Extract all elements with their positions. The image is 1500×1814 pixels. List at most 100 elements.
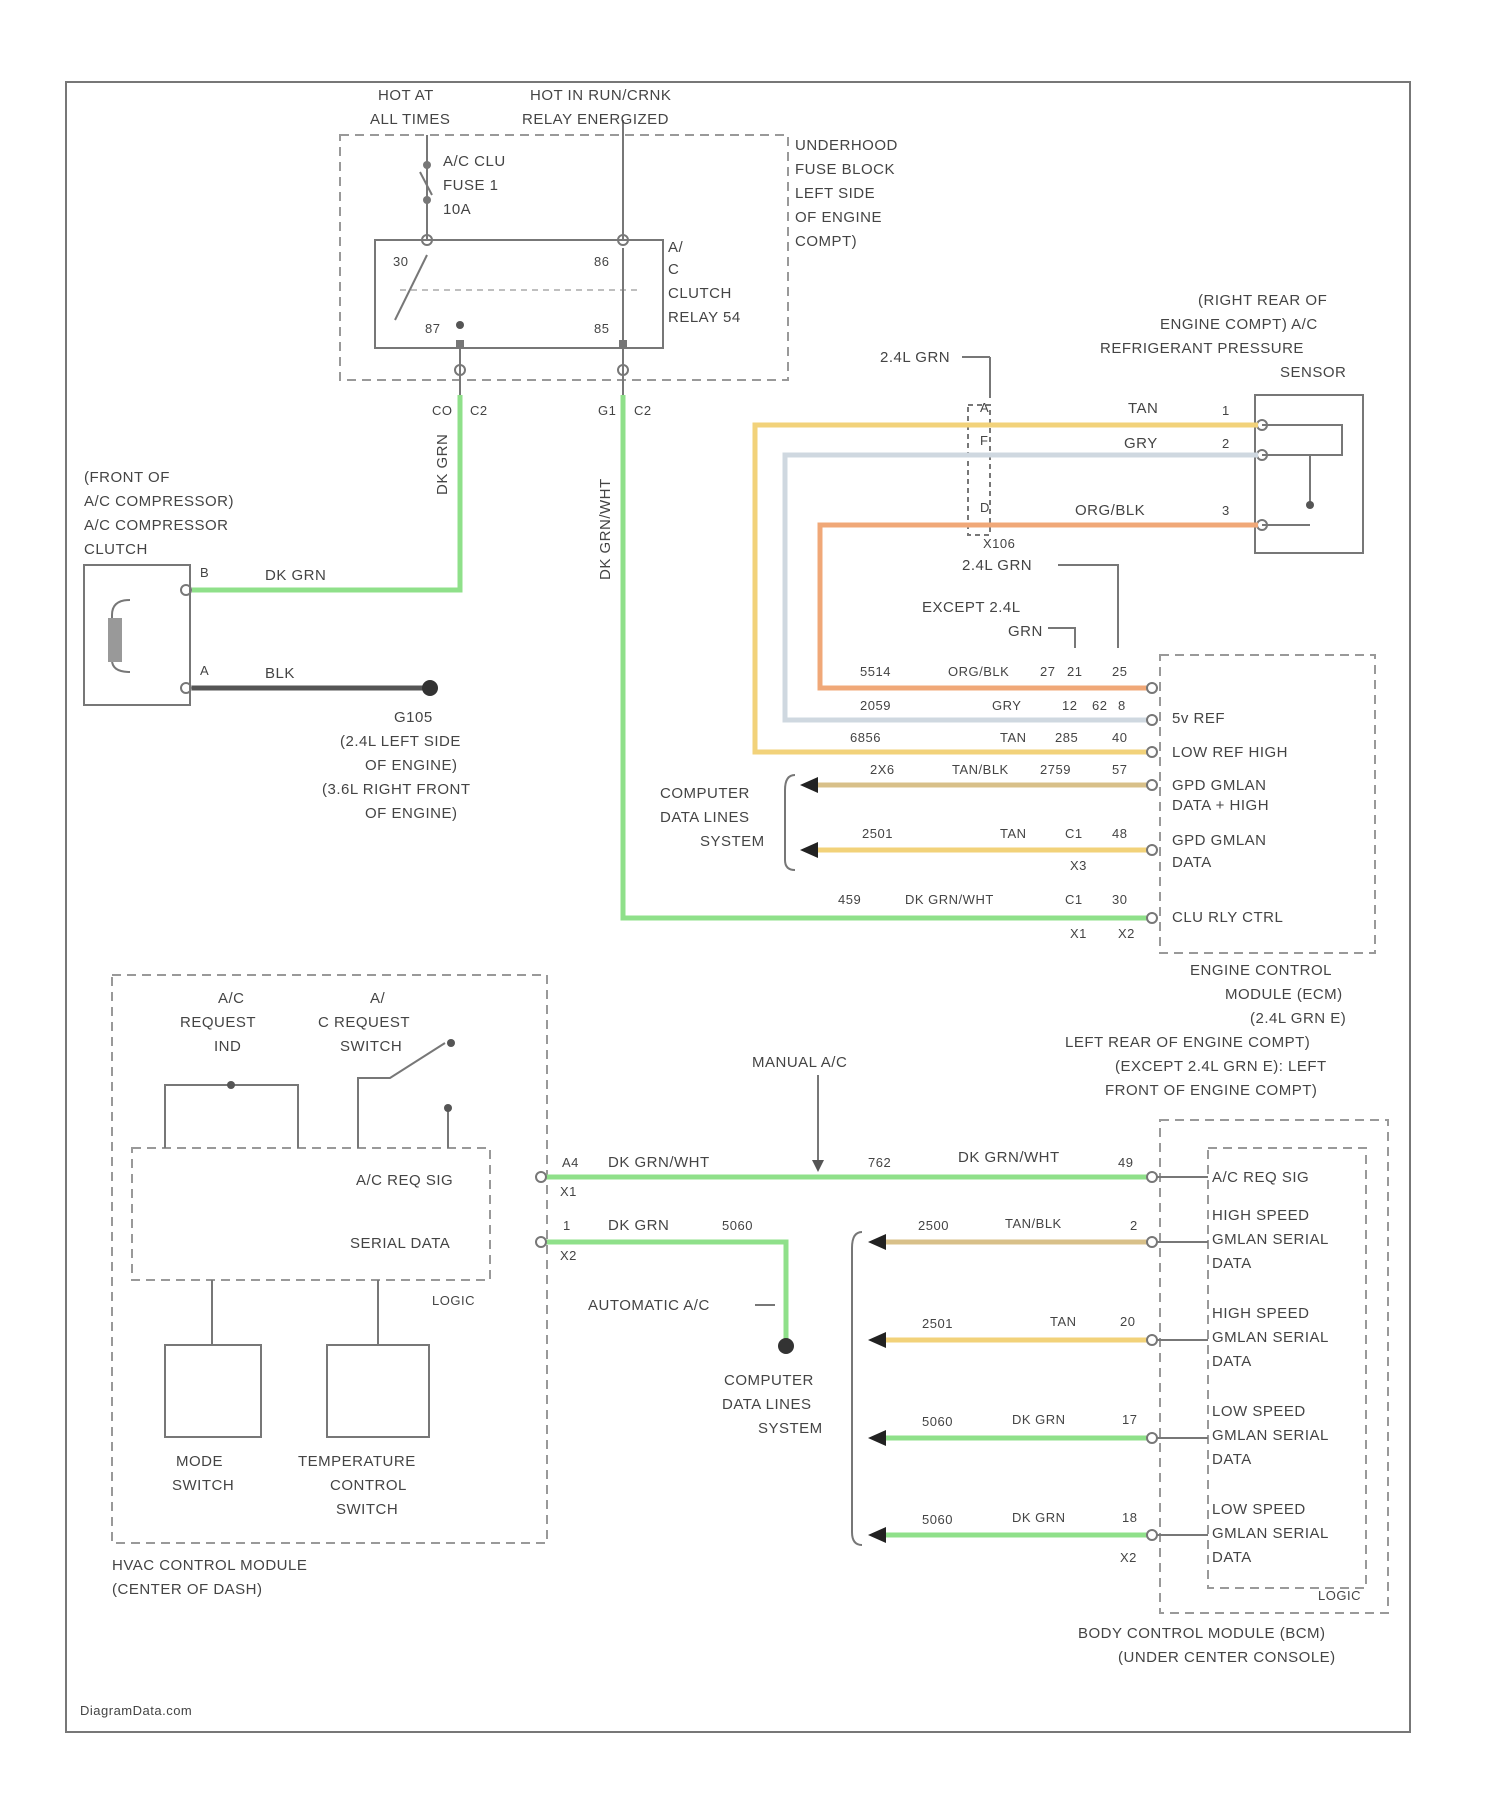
ecm-r3-color: TAN — [1000, 730, 1027, 745]
label-ecm-5: (EXCEPT 2.4L GRN E): LEFT — [1115, 1058, 1327, 1075]
bracket-data-lines-1 — [785, 775, 795, 870]
label-fuse-2: FUSE 1 — [443, 177, 499, 194]
ecm-r1-pin-a: 27 — [1040, 664, 1055, 679]
ecm-r6-conn-a: X1 — [1070, 926, 1087, 941]
label-ind-3: IND — [214, 1038, 241, 1055]
mode-switch — [165, 1345, 261, 1437]
ecm-r1-pin-c: 25 — [1112, 664, 1127, 679]
hvac-internal-lines — [165, 1039, 455, 1345]
wire-ac-req-circuit: 762 — [868, 1155, 891, 1170]
label-g105-2: (2.4L LEFT SIDE — [340, 733, 461, 750]
bcm-pin-49-marker — [1147, 1172, 1157, 1182]
label-ecm-1: ENGINE CONTROL — [1190, 962, 1332, 979]
bcm-row4-func-2: GMLAN SERIAL — [1212, 1525, 1329, 1542]
label-ac-req-sig: A/C REQ SIG — [356, 1172, 453, 1189]
label-variant-24l: 2.4L GRN — [880, 349, 950, 366]
ecm-r2-pin-a: 12 — [1062, 698, 1077, 713]
label-fuse-block-5: COMPT) — [795, 233, 857, 250]
bcm-row1-pin: 2 — [1130, 1218, 1138, 1233]
label-ind-2: REQUEST — [180, 1014, 256, 1031]
ecm-r1-circuit: 5514 — [860, 664, 891, 679]
wire-sensor-orange-color: ORG/BLK — [1075, 502, 1145, 519]
label-hot-at-all-times-1: HOT AT — [378, 87, 434, 104]
label-sw-1: A/ — [370, 990, 386, 1007]
ecm-r2-circuit: 2059 — [860, 698, 891, 713]
arrow-bcm-row1 — [868, 1234, 886, 1250]
label-ind-1: A/C — [218, 990, 245, 1007]
ecm-func-5v-ref: 5v REF — [1172, 710, 1225, 727]
bcm-row3-circuit: 5060 — [922, 1414, 953, 1429]
bcm-row3-func-3: DATA — [1212, 1451, 1252, 1468]
label-bcm-2: (UNDER CENTER CONSOLE) — [1118, 1649, 1336, 1666]
ecm-r6-circuit: 459 — [838, 892, 861, 907]
bcm-row2-pin: 20 — [1120, 1314, 1135, 1329]
ecm-func-gpd-4: DATA — [1172, 854, 1212, 871]
wire-ac-req-conn: X1 — [560, 1184, 577, 1199]
label-ecm-6: FRONT OF ENGINE COMPT) — [1105, 1082, 1317, 1099]
label-relay-4: RELAY 54 — [668, 309, 741, 326]
bcm-row4-func-1: LOW SPEED — [1212, 1501, 1306, 1518]
label-fuse-block-3: LEFT SIDE — [795, 185, 875, 202]
ecm-r4-color: TAN/BLK — [952, 762, 1009, 777]
ecm-r2-color: GRY — [992, 698, 1021, 713]
wire-ground-color: BLK — [265, 665, 295, 682]
label-sensor-4: SENSOR — [1280, 364, 1346, 381]
label-fuse-3: 10A — [443, 201, 471, 218]
label-manual-ac: MANUAL A/C — [752, 1054, 847, 1071]
ecm-r4-pin-a: 2759 — [1040, 762, 1071, 777]
wire-serial-data — [545, 1242, 786, 1340]
relay-out-left-pin: CO — [432, 403, 453, 418]
bcm-row3-func-2: GMLAN SERIAL — [1212, 1427, 1329, 1444]
label-data-lines-1c: SYSTEM — [700, 833, 765, 850]
sensor-pin-1: 1 — [1222, 403, 1230, 418]
label-compressor-3: A/C COMPRESSOR — [84, 517, 229, 534]
label-data-lines-2a: COMPUTER — [724, 1372, 814, 1389]
label-fuse-block-2: FUSE BLOCK — [795, 161, 895, 178]
bcm-row2-func-3: DATA — [1212, 1353, 1252, 1370]
bcm-row4-circuit: 5060 — [922, 1512, 953, 1527]
bcm-row3-pin: 17 — [1122, 1412, 1137, 1427]
ecm-func-gpd-3: GPD GMLAN — [1172, 832, 1267, 849]
label-data-lines-1b: DATA LINES — [660, 809, 749, 826]
splice-pin-f: F — [980, 433, 988, 448]
label-ecm-2: MODULE (ECM) — [1225, 986, 1343, 1003]
label-ecm-4: LEFT REAR OF ENGINE COMPT) — [1065, 1034, 1310, 1051]
label-compressor-2: A/C COMPRESSOR) — [84, 493, 234, 510]
bcm-row1-func-3: DATA — [1212, 1255, 1252, 1272]
ecm-r5-color: TAN — [1000, 826, 1027, 841]
ecm-r6-color: DK GRN/WHT — [905, 892, 994, 907]
label-mode-2: SWITCH — [172, 1477, 234, 1494]
label-data-lines-1a: COMPUTER — [660, 785, 750, 802]
ecm-func-clu-rly: CLU RLY CTRL — [1172, 909, 1283, 926]
label-serial-data: SERIAL DATA — [350, 1235, 450, 1252]
label-relay-3: CLUTCH — [668, 285, 732, 302]
label-mode-1: MODE — [176, 1453, 223, 1470]
ecm-r3-pin-b: 40 — [1112, 730, 1127, 745]
label-g105-5: OF ENGINE) — [365, 805, 458, 822]
relay-pin-86: 86 — [594, 254, 609, 269]
wire-sensor-grey — [785, 455, 1258, 720]
bracket-data-lines-2 — [852, 1232, 862, 1545]
label-g105-4: (3.6L RIGHT FRONT — [322, 781, 471, 798]
label-g105-1: G105 — [394, 709, 433, 726]
compressor-pin-a: A — [200, 663, 209, 678]
arrow-bcm-row2 — [868, 1332, 886, 1348]
label-bcm-1: BODY CONTROL MODULE (BCM) — [1078, 1625, 1326, 1642]
bcm-row1-circuit: 2500 — [918, 1218, 949, 1233]
wire-ac-req-color2: DK GRN/WHT — [958, 1149, 1060, 1166]
wire-ctrl-vertical-color: DK GRN/WHT — [597, 478, 614, 580]
ecm-r6-conn-b: X2 — [1118, 926, 1135, 941]
ecm-pin-markers — [1147, 683, 1157, 923]
wire-serial-conn: X2 — [560, 1248, 577, 1263]
hvac-logic-block — [132, 1148, 490, 1280]
bcm-ac-req-sig: A/C REQ SIG — [1212, 1169, 1309, 1186]
bcm-logic-label: LOGIC — [1318, 1588, 1361, 1603]
label-fuse-block-1: UNDERHOOD — [795, 137, 898, 154]
label-sensor-2: ENGINE COMPT) A/C — [1160, 316, 1318, 333]
bcm-row1-func-2: GMLAN SERIAL — [1212, 1231, 1329, 1248]
bcm-row4-func-3: DATA — [1212, 1549, 1252, 1566]
label-sensor-1: (RIGHT REAR OF — [1198, 292, 1327, 309]
pin-a4-marker — [536, 1172, 546, 1182]
label-data-lines-2c: SYSTEM — [758, 1420, 823, 1437]
ecm-func-low-ref: LOW REF HIGH — [1172, 744, 1288, 761]
